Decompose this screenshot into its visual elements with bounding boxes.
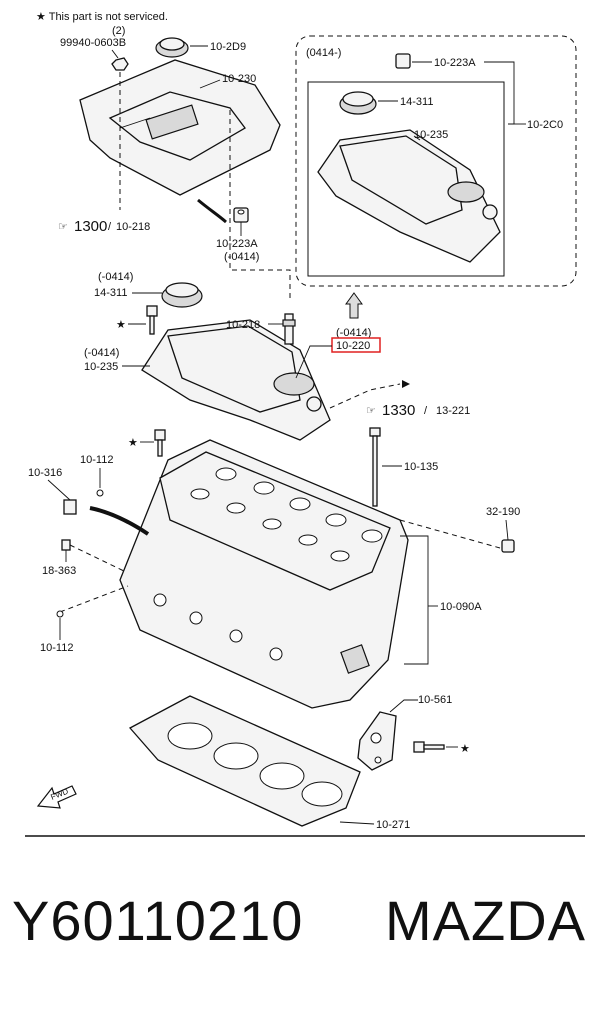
plug-icon[interactable] (501, 539, 515, 553)
label-10-223a-mid: 10-223A (216, 238, 258, 250)
label-10-218-ref: 10-218 (116, 221, 150, 233)
engine-cover[interactable] (79, 59, 281, 196)
label-1300: 1300 (74, 218, 107, 235)
label-32-190: 32-190 (486, 506, 520, 518)
label-10-316: 10-316 (28, 467, 62, 479)
long-bolt-icon[interactable] (369, 427, 381, 507)
label-10-235-box: 10-235 (414, 129, 448, 141)
cover-arrow-icon (197, 198, 227, 224)
nut-icon[interactable] (111, 57, 129, 71)
ref-1330[interactable]: ☞ 1330 / 13-221 (329, 380, 470, 419)
caption: Y60110210 MAZDA (0, 888, 600, 978)
grommet-icon[interactable] (233, 207, 249, 223)
label-10-223a-top: 10-223A (434, 57, 476, 69)
label-99940-0603b: 99940-0603B (60, 37, 126, 49)
star-icon: ★ (116, 319, 126, 331)
pcv-valve-icon[interactable] (282, 313, 296, 345)
label-10-271: 10-271 (376, 819, 410, 831)
label-10-2c0: 10-2C0 (527, 119, 563, 131)
part-number: Y60110210 (12, 889, 304, 952)
label-0414-b: (-0414) (98, 271, 133, 283)
label-13-221: 13-221 (436, 405, 470, 417)
alt-version-box: (0414-) 10-223A 10-2C0 14-311 10-235 (295, 35, 577, 287)
label-10-090a: 10-090A (440, 601, 482, 613)
sensor-icon[interactable] (63, 499, 77, 515)
ref-1300[interactable]: ☞ 1300 / 10-218 (58, 218, 150, 235)
valve-cover-box[interactable] (317, 129, 501, 263)
label-18-363: 18-363 (42, 565, 76, 577)
arrow-right-icon (402, 380, 410, 388)
grommet-top-icon[interactable] (395, 53, 411, 69)
bracket-bolt-icon[interactable] (413, 741, 445, 753)
label-14-311-box: 14-311 (400, 96, 433, 108)
label-10-561: 10-561 (418, 694, 452, 706)
label-10-2d9: 10-2D9 (210, 41, 246, 53)
label-10-135: 10-135 (404, 461, 438, 473)
cap-box-icon[interactable] (339, 91, 377, 115)
not-serviced-notice: ★ This part is not serviced. (36, 11, 168, 23)
hose-icon (89, 506, 150, 536)
label-14-311: 14-311 (94, 287, 127, 299)
dowel-icon[interactable] (96, 489, 104, 497)
head-gasket[interactable] (128, 695, 361, 827)
label-0414-a: (-0414) (224, 251, 259, 263)
hand-pointer-icon-2: ☞ (366, 405, 376, 417)
label-qty-2: (2) (112, 25, 125, 37)
fwd-arrow-icon: FWD (36, 785, 77, 809)
up-arrow-icon (345, 292, 363, 319)
label-separator-2: / (424, 405, 428, 417)
star-icon-3: ★ (460, 743, 470, 755)
label-10-112-b: 10-112 (40, 642, 73, 654)
parts-diagram: ★ This part is not serviced. (2) 99940-0… (25, 11, 585, 837)
bracket-cover[interactable] (357, 711, 397, 771)
cylinder-head[interactable] (119, 439, 409, 709)
label-0414-d: (-0414) (336, 327, 371, 339)
dowel-icon-2[interactable] (56, 610, 64, 618)
star-icon-2: ★ (128, 437, 138, 449)
label-1330: 1330 (382, 402, 415, 419)
oil-filler-cap-icon[interactable] (155, 37, 189, 58)
highlight-10-220[interactable]: (-0414) 10-220 (295, 327, 381, 379)
cap-icon[interactable] (161, 282, 203, 308)
label-10-220: 10-220 (336, 340, 370, 352)
label-0414-c: (-0414) (84, 347, 119, 359)
head-bolt-icon[interactable] (154, 429, 166, 457)
label-10-235: 10-235 (84, 361, 118, 373)
bolt-icon[interactable] (146, 305, 158, 335)
label-10-230: 10-230 (222, 73, 256, 85)
plug-small-icon[interactable] (61, 539, 71, 551)
hand-pointer-icon: ☞ (58, 221, 68, 233)
label-0414-range: (0414-) (306, 47, 341, 59)
brand-name: MAZDA (385, 889, 586, 952)
label-10-218: 10-218 (226, 319, 260, 331)
valve-cover[interactable] (141, 319, 331, 441)
label-separator: / (108, 221, 112, 233)
label-10-112-a: 10-112 (80, 454, 113, 466)
